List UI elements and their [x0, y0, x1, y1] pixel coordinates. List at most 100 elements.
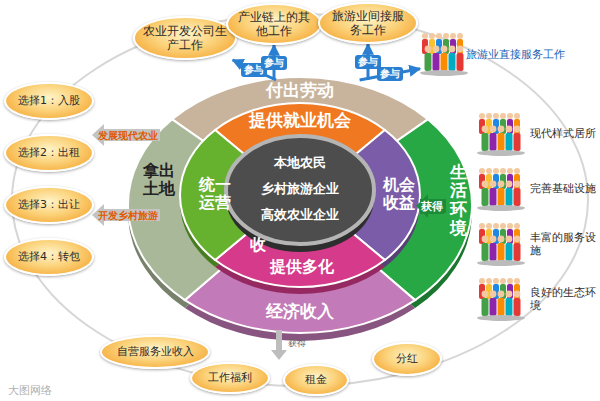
figure-head: [429, 33, 435, 39]
people-icon: [477, 113, 525, 156]
oval-box: 选择1：入股: [4, 82, 94, 120]
people-icon: [477, 223, 525, 266]
figure-body: [498, 188, 505, 206]
figure-shadow: [420, 70, 468, 76]
figure-head: [479, 223, 485, 229]
figure-body: [514, 133, 521, 151]
land-arrow: [92, 124, 160, 146]
node-text: 农业开发公司生产工作: [143, 24, 227, 53]
figure-head: [514, 291, 521, 298]
figure-head: [441, 46, 448, 53]
node-text: 收: [250, 236, 266, 254]
figure-head: [450, 33, 456, 39]
figure-body: [514, 229, 520, 244]
oval-box: 旅游业间接服务工作: [318, 2, 418, 44]
oval-box: 选择2：出租: [4, 134, 94, 172]
figure-head: [498, 126, 505, 133]
figure-head: [433, 46, 440, 53]
figure-head: [479, 278, 485, 284]
figure-body: [425, 53, 432, 71]
ring-segment: 提供就业机会: [225, 109, 375, 133]
figure-body: [514, 298, 521, 316]
figure-head: [514, 126, 521, 133]
people-group: 丰富的服务设施: [478, 220, 598, 268]
figure-head: [486, 168, 492, 174]
figure-body: [506, 188, 513, 206]
figure-body: [498, 298, 505, 316]
figure-head: [514, 181, 521, 188]
figure-body: [490, 298, 497, 316]
income-arrow: [271, 330, 287, 360]
figure-head: [425, 46, 432, 53]
arrow-label: 获得: [420, 199, 444, 214]
node-text: 生活环境: [450, 163, 467, 238]
node-text: 选择1：入股: [18, 94, 80, 107]
figure-head: [486, 278, 492, 284]
oval-box: 产业链上的其他工作: [226, 3, 322, 45]
figure-shadow: [477, 260, 525, 266]
node-text: 付出劳动: [266, 81, 334, 101]
figure-head: [507, 278, 513, 284]
ring-segment: 拿出土地: [140, 158, 178, 202]
ring-segment: 经济收入: [220, 300, 380, 324]
oval-box: 租金: [283, 364, 349, 396]
node-text: 分红: [396, 352, 418, 365]
node-text: 丰富的服务设施: [530, 231, 598, 257]
figure-head: [443, 33, 449, 39]
figure-body: [514, 188, 521, 206]
node-text: 产业链上的其他工作: [236, 10, 312, 39]
figure-head: [514, 168, 520, 174]
figure-head: [500, 168, 506, 174]
oval-box: 自营服务业收入: [100, 335, 210, 369]
node-text: 经济收入: [266, 302, 334, 322]
edge-label: 参与: [261, 56, 287, 70]
figure-head: [493, 223, 499, 229]
figure-head: [498, 181, 505, 188]
figure-head: [493, 168, 499, 174]
arrow-label: 开发乡村旅游: [98, 209, 158, 223]
oval-box: 工作福利: [190, 362, 270, 394]
node-text: 选择3：出让: [18, 198, 80, 211]
figure-head: [500, 278, 506, 284]
arrow-label: 获得: [288, 337, 306, 350]
oval-box: 选择3：出让: [4, 186, 94, 224]
node-text: 完善基础设施: [530, 182, 596, 195]
node-text: 工作福利: [208, 371, 252, 384]
figure-head: [449, 46, 456, 53]
figure-body: [457, 39, 463, 54]
figure-body: [482, 298, 489, 316]
figure-head: [482, 126, 489, 133]
figure-body: [506, 298, 513, 316]
land-arrow: [92, 204, 160, 226]
figure-body: [514, 284, 520, 299]
oval-box: 选择4：转包: [4, 238, 94, 276]
figure-body: [498, 243, 505, 261]
ring-segment: 收提供多化: [240, 236, 360, 282]
node-text: 自营服务业收入: [117, 345, 194, 358]
node-text: 收益: [383, 194, 415, 212]
figure-body: [514, 243, 521, 261]
figure-head: [482, 181, 489, 188]
figure-head: [514, 236, 521, 243]
figure-head: [514, 113, 520, 119]
figure-head: [514, 278, 520, 284]
people-group: 现代样式居所: [478, 110, 598, 158]
figure-head: [457, 46, 464, 53]
center-disc: [226, 136, 374, 244]
figure-body: [449, 53, 456, 71]
arrow-label: 发展现代农业: [98, 129, 158, 143]
figure-body: [482, 243, 489, 261]
figure-body: [514, 119, 520, 134]
people-group: 良好的生态环境: [478, 275, 598, 323]
ring-segment: 机会收益: [381, 172, 417, 216]
figure-body: [490, 188, 497, 206]
figure-body: [490, 133, 497, 151]
node-text: 机会: [383, 176, 415, 194]
figure-body: [514, 174, 520, 189]
figure-body: [490, 243, 497, 261]
people-group: 完善基础设施: [478, 165, 598, 213]
figure-head: [482, 291, 489, 298]
figure-head: [486, 223, 492, 229]
ring-segment: 生活环境: [447, 160, 469, 240]
